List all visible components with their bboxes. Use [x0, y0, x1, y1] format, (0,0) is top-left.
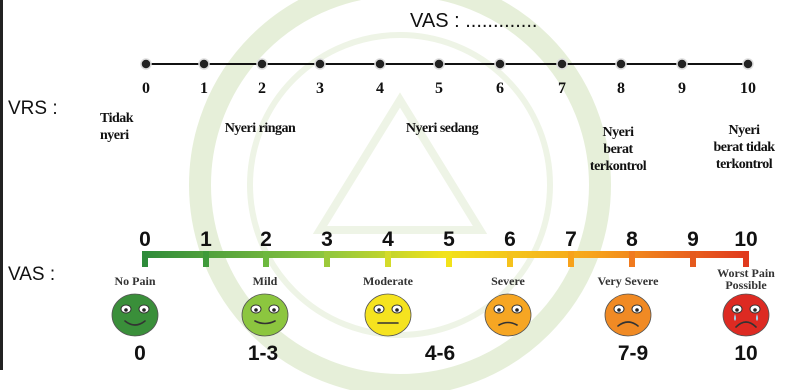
vrs-group-4: Nyeri berat tidak terkontrol [698, 122, 790, 173]
vrs-group-1-line-1: Nyeri ringan [224, 121, 296, 136]
vrs-dot-3 [314, 58, 326, 70]
vas-number-0: 0 [139, 228, 151, 251]
vrs-group-3: Nyeri berat terkontrol [568, 124, 668, 175]
vas-tick-5 [446, 251, 452, 267]
vas-tick-4 [385, 251, 391, 267]
vrs-group-0-line-2: nyeri [100, 128, 129, 143]
vrs-number-3: 3 [316, 80, 324, 97]
vrs-number-10: 10 [740, 80, 756, 97]
vrs-number-5: 5 [435, 80, 443, 97]
vas-tick-0 [142, 251, 148, 267]
vrs-number-9: 9 [678, 80, 686, 97]
vrs-group-0-line-1: Tidak [100, 111, 134, 126]
vrs-dot-0 [140, 58, 152, 70]
vrs-number-0: 0 [142, 80, 150, 97]
vas-tick-3 [324, 251, 330, 267]
vas-number-1: 1 [200, 228, 212, 251]
vrs-dot-6 [494, 58, 506, 70]
vrs-group-4-line-1: Nyeri [728, 123, 760, 138]
crying-face-icon [722, 293, 770, 337]
range-label-2: 4-6 [424, 342, 456, 365]
vrs-scale-line [140, 58, 754, 70]
vas-top-label: VAS : ............. [410, 10, 538, 32]
sad-face-icon [604, 293, 652, 337]
vas-number-2: 2 [260, 228, 272, 251]
face-label-3: Severe [491, 274, 525, 288]
vrs-number-7: 7 [558, 80, 566, 97]
vrs-dot-2 [256, 58, 268, 70]
vrs-group-3-line-3: terkontrol [589, 159, 647, 174]
vrs-group-4-line-2: berat tidak [713, 140, 776, 155]
vas-number-3: 3 [321, 228, 333, 251]
smile-face-icon [111, 293, 159, 337]
vas-tick-2 [263, 251, 269, 267]
vas-number-10: 10 [734, 228, 758, 251]
vas-number-8: 8 [626, 228, 638, 251]
vas-tick-1 [203, 251, 209, 267]
face-label-1: Mild [252, 274, 278, 288]
vrs-dot-7 [556, 58, 568, 70]
vrs-dot-10 [742, 58, 754, 70]
vrs-group-2: Nyeri sedang [377, 120, 507, 137]
vas-number-7: 7 [565, 228, 577, 251]
vrs-number-4: 4 [376, 80, 384, 97]
vas-number-4: 4 [382, 228, 394, 251]
range-label-0: 0 [134, 342, 146, 365]
vrs-number-8: 8 [617, 80, 625, 97]
neutral-face-icon [364, 293, 412, 337]
vas-gradient-bar [142, 251, 749, 267]
face-label-4: Very Severe [597, 274, 659, 288]
left-border [0, 0, 3, 370]
vrs-group-3-line-2: berat [603, 142, 633, 157]
range-label-5: 10 [734, 342, 758, 365]
vas-tick-10 [743, 251, 749, 267]
vas-tick-7 [568, 251, 574, 267]
range-label-4: 7-9 [617, 342, 649, 365]
vrs-dot-1 [198, 58, 210, 70]
frown-face-icon [484, 293, 532, 337]
vrs-number-6: 6 [496, 80, 504, 97]
vas-tick-6 [507, 251, 513, 267]
vas-number-6: 6 [504, 228, 516, 251]
vrs-label: VRS : [8, 98, 58, 119]
vas-tick-8 [629, 251, 635, 267]
face-label-2: Moderate [363, 274, 413, 288]
vrs-dot-8 [615, 58, 627, 70]
vrs-group-3-line-1: Nyeri [602, 125, 634, 140]
vrs-group-2-line-1: Nyeri sedang [405, 121, 479, 136]
vrs-dot-4 [374, 58, 386, 70]
vas-tick-9 [690, 251, 696, 267]
vrs-group-1: Nyeri ringan [195, 120, 325, 137]
vas-number-9: 9 [687, 228, 699, 251]
vas-number-5: 5 [443, 228, 455, 251]
vrs-number-2: 2 [258, 80, 266, 97]
slight-smile-face-icon [241, 293, 289, 337]
vas-label: VAS : [8, 264, 56, 285]
vrs-group-0: Tidak nyeri [100, 110, 170, 144]
vrs-dot-5 [433, 58, 445, 70]
range-label-1: 1-3 [247, 342, 279, 365]
face-label-0: No Pain [114, 274, 156, 288]
vrs-group-4-line-3: terkontrol [715, 157, 773, 172]
vrs-dot-9 [676, 58, 688, 70]
vrs-number-1: 1 [200, 80, 208, 97]
